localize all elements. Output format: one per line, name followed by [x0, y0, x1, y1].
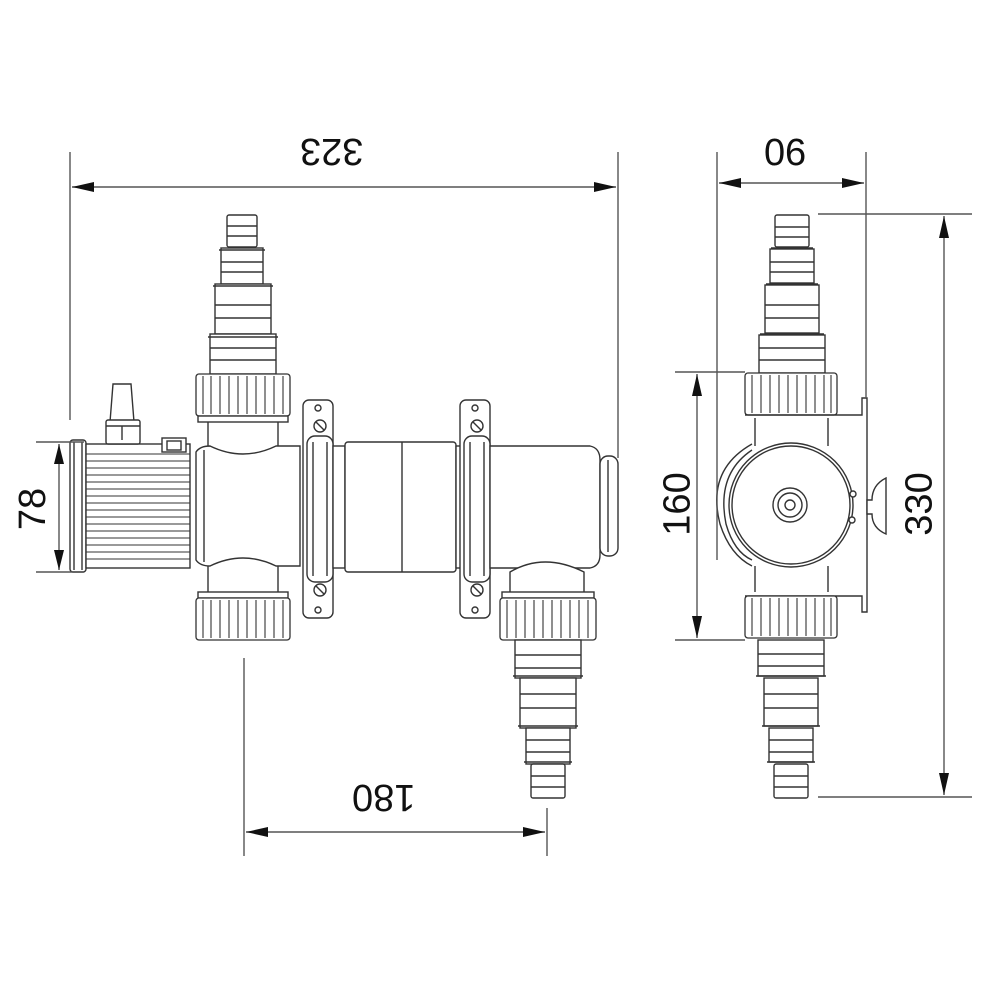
quartz-sleeve-body [332, 441, 465, 573]
label-body-height: 78 [12, 487, 55, 531]
dimension-side-width [716, 152, 867, 560]
round-end-cap [716, 442, 857, 592]
hose-barb-outlet [513, 639, 583, 799]
union-nut-bottom-side [744, 595, 838, 639]
label-port-spacing: 180 [352, 776, 416, 818]
label-overall-height: 330 [898, 472, 941, 536]
union-nut-top-front [195, 373, 291, 446]
dimension-overall-height [818, 213, 972, 798]
mounting-clip-right [459, 399, 491, 619]
union-nut-bottom-left [195, 591, 291, 641]
dimension-nut-spacing [675, 371, 745, 641]
label-nut-spacing: 160 [656, 472, 699, 536]
front-view [36, 152, 619, 856]
hose-barb-top-side [758, 214, 826, 374]
dimension-body-height [36, 441, 84, 573]
end-cap [489, 445, 619, 569]
suction-cup [866, 476, 887, 536]
dimension-port-spacing [243, 658, 548, 856]
ballast-housing [69, 437, 191, 573]
mounting-clip-left [302, 399, 334, 619]
side-view [675, 152, 972, 799]
label-side-width: 90 [764, 130, 807, 172]
dimension-overall-length [69, 152, 619, 458]
outlet-neck [509, 561, 585, 597]
hose-barb-bottom-side [756, 639, 826, 799]
lamp-cap-nipple [105, 383, 141, 445]
label-overall-length: 323 [300, 130, 364, 172]
hose-barb-inlet [208, 214, 278, 375]
tee-body [195, 445, 301, 596]
union-nut-bottom-right [499, 591, 597, 641]
